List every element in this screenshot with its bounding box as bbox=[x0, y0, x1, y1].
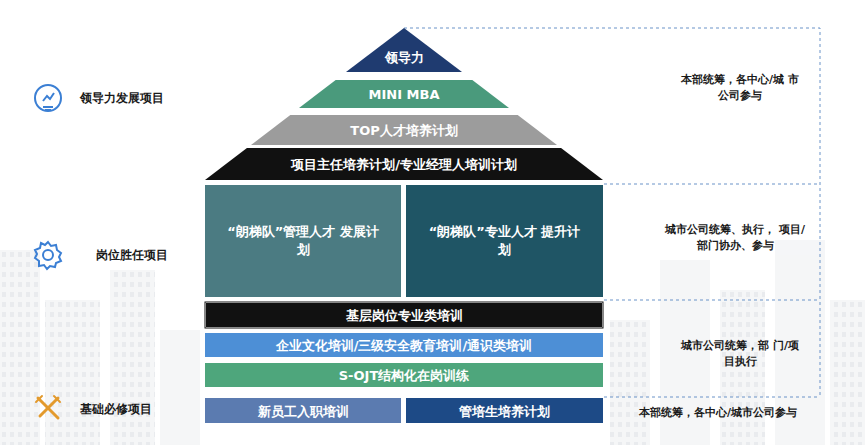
band-text: 新员工入职培训 bbox=[258, 403, 349, 421]
band-fill bbox=[406, 185, 603, 297]
band-fill bbox=[406, 398, 603, 423]
responsibility-note: 城市公司统筹，部 门/项目执行 bbox=[680, 338, 800, 370]
text-wrap: S-OJT结构化在岗训练 bbox=[339, 365, 470, 385]
training-band: 管培生培养计划 bbox=[406, 398, 603, 423]
program-box: “朗梯队”专业人才 提升计划 bbox=[406, 185, 603, 297]
band-text: 基层岗位专业类培训 bbox=[346, 307, 463, 325]
band-fill bbox=[346, 28, 462, 72]
band-text: 企业文化培训/三级安全教育培训/通识类培训 bbox=[276, 337, 533, 355]
text-wrap: 领导力 bbox=[385, 47, 424, 67]
band-text: “朗梯队”专业人才 提升计划 bbox=[426, 223, 583, 258]
band-fill bbox=[299, 80, 509, 108]
band-shape bbox=[406, 185, 603, 297]
band-fill bbox=[205, 148, 603, 180]
band-fill bbox=[205, 398, 401, 423]
text-wrap: 新员工入职培训 bbox=[258, 401, 349, 421]
band-text: S-OJT结构化在岗训练 bbox=[339, 367, 470, 385]
training-band: 企业文化培训/三级安全教育培训/通识类培训 bbox=[205, 333, 603, 357]
training-band: 基层岗位专业类培训 bbox=[205, 302, 603, 328]
lightbulb-icon bbox=[35, 85, 61, 111]
category-label: 岗位胜任项目 bbox=[96, 247, 196, 264]
text-wrap: 管培生培养计划 bbox=[459, 401, 550, 421]
band-fill bbox=[251, 115, 557, 145]
category-label: 基础必修项目 bbox=[80, 401, 190, 418]
text-wrap: “朗梯队”专业人才 提升计划 bbox=[426, 223, 583, 258]
band-shape bbox=[205, 185, 401, 297]
band-text: 领导力 bbox=[385, 49, 424, 67]
text-wrap: 企业文化培训/三级安全教育培训/通识类培训 bbox=[276, 335, 533, 355]
band-text: TOP人才培养计划 bbox=[350, 122, 457, 140]
text-wrap: 项目主任培养计划/专业经理人培训计划 bbox=[291, 154, 517, 174]
gear-icon bbox=[35, 242, 61, 269]
text-wrap: MINI MBA bbox=[369, 84, 440, 104]
band-fill bbox=[205, 333, 603, 357]
program-box: “朗梯队”管理人才 发展计划 bbox=[205, 185, 401, 297]
band-text: 项目主任培养计划/专业经理人培训计划 bbox=[291, 156, 517, 174]
band-outline bbox=[205, 302, 603, 328]
tools-icon bbox=[36, 396, 60, 418]
training-band: 新员工入职培训 bbox=[205, 398, 401, 423]
band-fill bbox=[205, 363, 603, 387]
text-wrap: “朗梯队”管理人才 发展计划 bbox=[225, 223, 381, 258]
pyramid-band: TOP人才培养计划 bbox=[251, 115, 557, 145]
band-fill bbox=[205, 302, 603, 328]
responsibility-note: 城市公司统筹、执行， 项目/部门协办、参与 bbox=[660, 222, 810, 254]
band-fill bbox=[205, 185, 401, 297]
training-band: S-OJT结构化在岗训练 bbox=[205, 363, 603, 387]
category-label: 领导力发展项目 bbox=[80, 90, 190, 107]
pyramid-band: MINI MBA bbox=[299, 80, 509, 108]
band-text: MINI MBA bbox=[369, 86, 440, 104]
responsibility-note: 本部统筹，各中心/城市公司参与 bbox=[620, 405, 816, 421]
text-wrap: 基层岗位专业类培训 bbox=[346, 305, 463, 325]
band-text: “朗梯队”管理人才 发展计划 bbox=[225, 223, 381, 258]
responsibility-note: 本部统筹，各中心/城 市公司参与 bbox=[676, 72, 804, 104]
pyramid-band: 项目主任培养计划/专业经理人培训计划 bbox=[205, 148, 603, 180]
pyramid-apex: 领导力 bbox=[346, 28, 462, 72]
text-wrap: TOP人才培养计划 bbox=[350, 120, 457, 140]
band-text: 管培生培养计划 bbox=[459, 403, 550, 421]
